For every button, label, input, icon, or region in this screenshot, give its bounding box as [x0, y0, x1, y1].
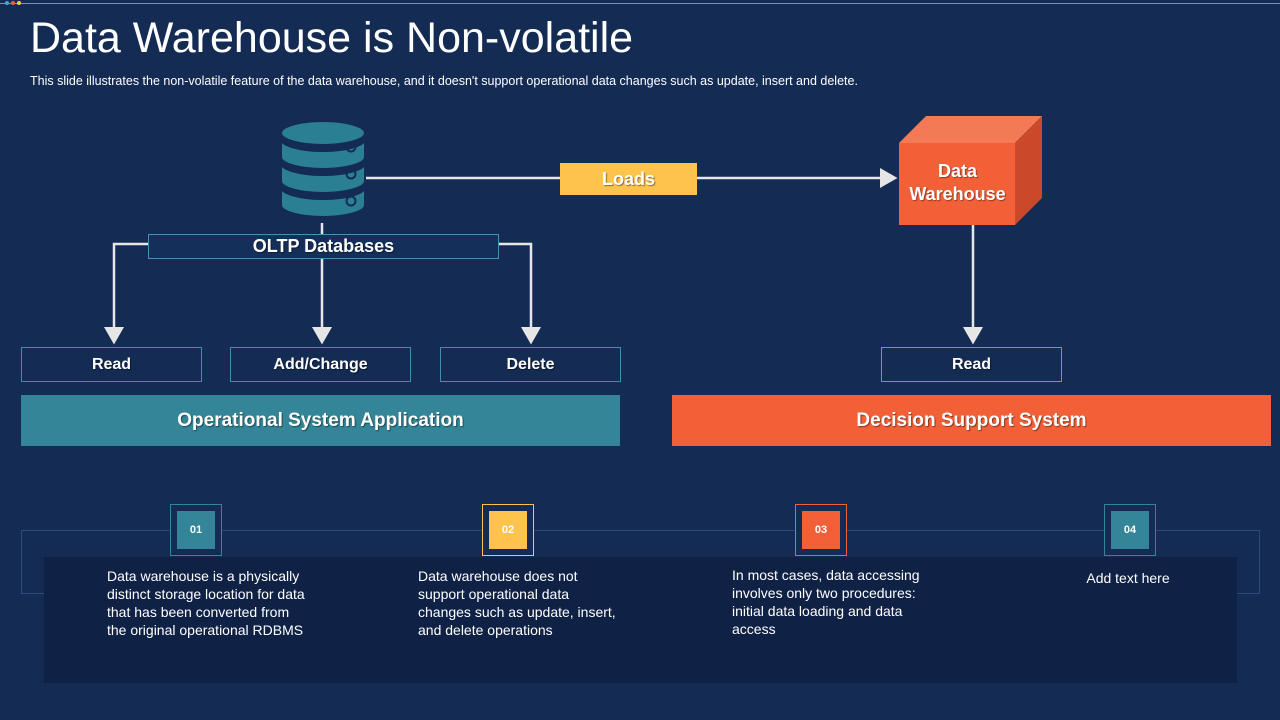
connector-oltp-to-delete: [499, 242, 541, 345]
step-text-4: Add text here: [1086, 570, 1170, 586]
dss-operation-read: Read: [881, 347, 1062, 382]
step-text-1: Data warehouse is a physically distinct …: [107, 568, 305, 638]
warehouse-label-line2: Warehouse: [909, 184, 1006, 204]
operation-add-change: Add/Change: [230, 347, 411, 382]
operational-system-band: Operational System Application: [21, 395, 620, 446]
connector-oltp-to-read: [104, 242, 148, 345]
top-divider: [0, 3, 1280, 4]
operation-delete: Delete: [440, 347, 621, 382]
operation-read: Read: [21, 347, 202, 382]
step-number-4: 04: [1111, 511, 1149, 549]
steps-panel: [44, 557, 1237, 683]
page-title: Data Warehouse is Non-volatile: [30, 14, 634, 62]
oltp-databases-label: OLTP Databases: [148, 234, 499, 259]
decor-dot: [17, 1, 21, 5]
step-badge-4: 04: [1104, 504, 1156, 556]
step-badge-3: 03: [795, 504, 847, 556]
decision-support-band: Decision Support System: [672, 395, 1271, 446]
step-number-3: 03: [802, 511, 840, 549]
step-number-1: 01: [177, 511, 215, 549]
database-icon: [280, 120, 366, 218]
decor-dot: [5, 1, 9, 5]
page-subtitle: This slide illustrates the non-volatile …: [30, 74, 858, 88]
step-text-2: Data warehouse does not support operatio…: [418, 568, 616, 638]
step-badge-2: 02: [482, 504, 534, 556]
decor-dot: [11, 1, 15, 5]
step-text-3: In most cases, data accessing involves o…: [732, 567, 920, 637]
loads-label: Loads: [560, 163, 697, 195]
warehouse-label-line1: Data: [937, 161, 977, 181]
warehouse-cube-icon: [899, 116, 1042, 225]
warehouse-label: Data Warehouse: [899, 143, 1016, 223]
step-number-2: 02: [489, 511, 527, 549]
step-badge-1: 01: [170, 504, 222, 556]
